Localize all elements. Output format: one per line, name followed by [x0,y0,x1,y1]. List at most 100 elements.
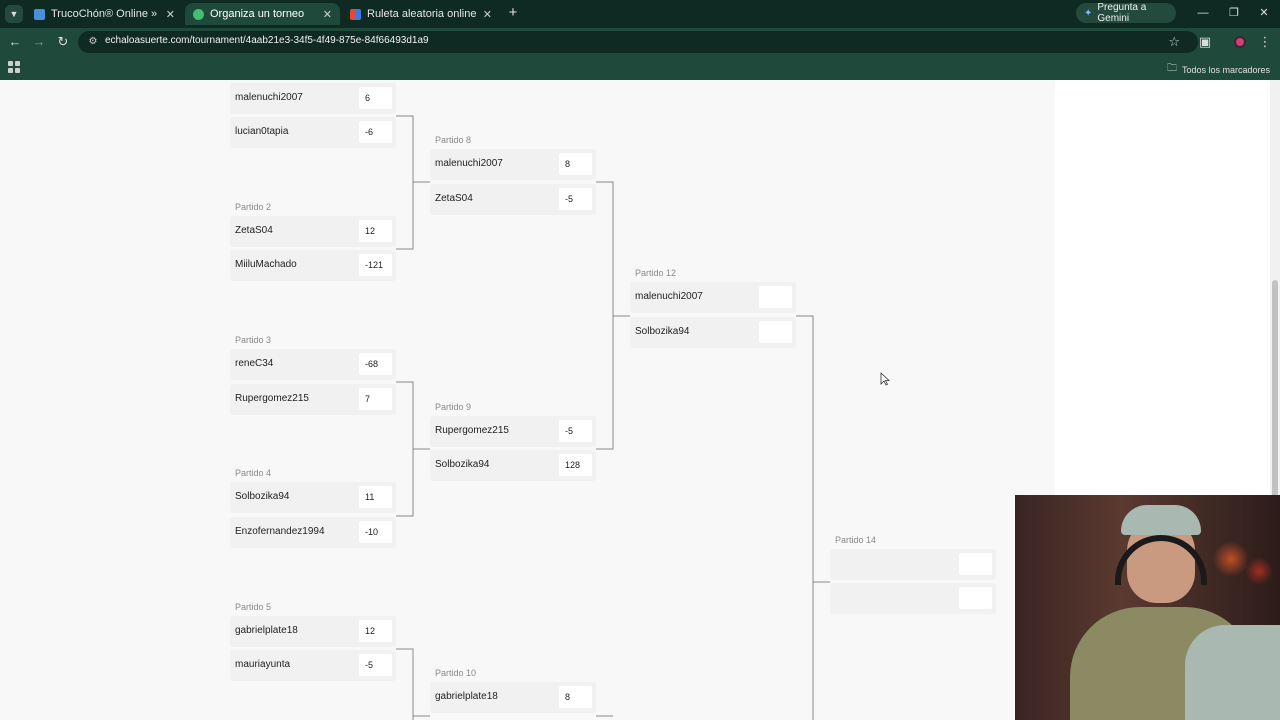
all-bookmarks-label: Todos los marcadores [1181,64,1270,75]
gemini-sparkle-icon: ✦ [1084,7,1093,19]
reload-button[interactable]: ↻ [55,34,71,50]
close-icon[interactable]: ✕ [165,8,175,21]
tab-trucochon[interactable]: TrucoChón® Online » Jugá al T ✕ [26,3,183,25]
kebab-menu-icon: ⋮ [1258,34,1272,49]
player-name: malenuchi2007 [435,158,503,169]
close-icon[interactable]: ✕ [322,8,332,21]
score-input[interactable]: 12 [359,620,392,642]
match-label: Partido 12 [635,268,677,278]
player-slot[interactable]: Rupergomez215 7 [230,384,396,415]
score-input[interactable]: 7 [359,388,392,410]
player-slot[interactable]: Enzofernandez1994 -10 [230,517,396,548]
clover-favicon-icon [193,8,204,20]
folder-icon: 🗀 [1166,63,1177,74]
score-input[interactable]: 6 [359,87,392,109]
player-slot[interactable]: Solbozika94 128 [430,450,596,481]
connector-r1-pair3 [396,648,414,720]
score-input[interactable]: -10 [359,521,392,543]
tab-organiza-torneo[interactable]: Organiza un torneo ✕ [185,3,340,25]
extensions-button[interactable]: ▣ [1197,34,1213,50]
puzzle-icon: ▣ [1198,34,1212,49]
profile-button[interactable] [1232,34,1248,50]
player-slot[interactable]: gabrielplate18 12 [230,616,396,647]
tournament-page: malenuchi2007 6 lucian0tapia -6 Partido … [0,80,1280,720]
address-bar[interactable]: ⚙ echaloasuerte.com/tournament/4aab21e3-… [78,31,1198,53]
score-input[interactable]: 8 [559,686,592,708]
scrollbar-thumb[interactable] [1272,280,1278,700]
restore-button[interactable]: ❐ [1226,5,1242,21]
score-input[interactable]: 128 [559,454,592,476]
player-slot[interactable]: reneC34 -68 [230,349,396,380]
menu-button[interactable]: ⋮ [1257,34,1273,50]
person-cap [1121,505,1201,535]
score-input[interactable] [759,321,792,343]
score-input[interactable]: -68 [359,353,392,375]
navigation-toolbar: ← → ↻ ⚙ echaloasuerte.com/tournament/4aa… [0,28,1280,56]
match-label: Partido 9 [435,402,472,412]
score-input[interactable]: -6 [359,121,392,143]
minimize-button[interactable]: — [1195,5,1211,21]
player-name: ZetaS04 [235,225,273,236]
reload-icon: ↻ [57,34,69,49]
score-input[interactable]: -5 [559,420,592,442]
player-slot[interactable]: Solbozika94 11 [230,482,396,513]
restore-icon: ❐ [1229,7,1239,19]
chevron-down-icon: ▼ [9,9,19,19]
tab-ruleta[interactable]: Ruleta aleatoria online – ruleta ✕ [342,3,500,25]
person-arm [1185,625,1280,720]
player-slot[interactable] [830,583,996,614]
mouse-cursor-icon [880,372,890,386]
site-info-icon[interactable]: ⚙ [88,36,98,47]
ruleta-favicon-icon [350,8,361,20]
forward-button[interactable]: → [31,34,47,50]
all-bookmarks-button[interactable]: 🗀 Todos los marcadores [1167,61,1270,78]
player-slot[interactable]: malenuchi2007 6 [230,83,396,114]
connector-r3-pair1 [796,315,814,720]
player-name: Solbozika94 [235,491,290,502]
score-input[interactable]: 8 [559,153,592,175]
minimize-icon: — [1197,7,1209,19]
apps-grid-icon[interactable] [8,61,20,73]
match-label: Partido 4 [235,468,272,478]
score-input[interactable] [759,286,792,308]
player-slot[interactable]: malenuchi2007 [630,282,796,313]
score-input[interactable]: -5 [359,654,392,676]
player-slot[interactable]: MiiluMachado -121 [230,250,396,281]
score-input[interactable]: -5 [559,188,592,210]
player-name: MiiluMachado [235,259,297,270]
bracket-connectors [396,115,830,720]
score-input[interactable] [959,553,992,575]
player-name: malenuchi2007 [635,291,703,302]
player-name: lucian0tapia [235,126,289,137]
player-slot[interactable]: gabrielplate18 8 [430,682,596,713]
player-slot[interactable]: ZetaS04 12 [230,216,396,247]
page-scrollbar[interactable] [1270,80,1280,720]
connector-r2-pair1 [596,181,614,450]
player-slot[interactable]: Rupergomez215 -5 [430,416,596,447]
close-window-button[interactable]: ✕ [1256,5,1272,21]
player-name: Enzofernandez1994 [235,526,325,537]
new-tab-button[interactable]: + [504,4,522,22]
arrow-right-icon: → [32,34,46,49]
player-slot[interactable] [830,549,996,580]
back-button[interactable]: ← [7,34,23,50]
player-name: ZetaS04 [435,193,473,204]
tab-search-button[interactable]: ▼ [5,5,23,23]
score-input[interactable] [959,587,992,609]
bookmark-star-icon[interactable]: ☆ [1168,34,1180,49]
score-input[interactable]: 11 [359,486,392,508]
score-input[interactable]: -121 [359,254,392,276]
arrow-left-icon: ← [8,34,22,49]
bookmarks-bar: 🗀 Todos los marcadores [0,56,1280,80]
url-text: echaloasuerte.com/tournament/4aab21e3-34… [105,35,429,46]
player-slot[interactable]: malenuchi2007 8 [430,149,596,180]
player-slot[interactable]: lucian0tapia -6 [230,117,396,148]
player-slot[interactable]: Solbozika94 [630,317,796,348]
close-icon[interactable]: ✕ [482,8,492,21]
gemini-button[interactable]: ✦ Pregunta a Gemini [1076,2,1176,24]
score-input[interactable]: 12 [359,220,392,242]
background-lights [1210,535,1280,595]
connector-r1-pair1 [396,115,414,250]
player-slot[interactable]: ZetaS04 -5 [430,184,596,215]
player-slot[interactable]: mauriayunta -5 [230,650,396,681]
